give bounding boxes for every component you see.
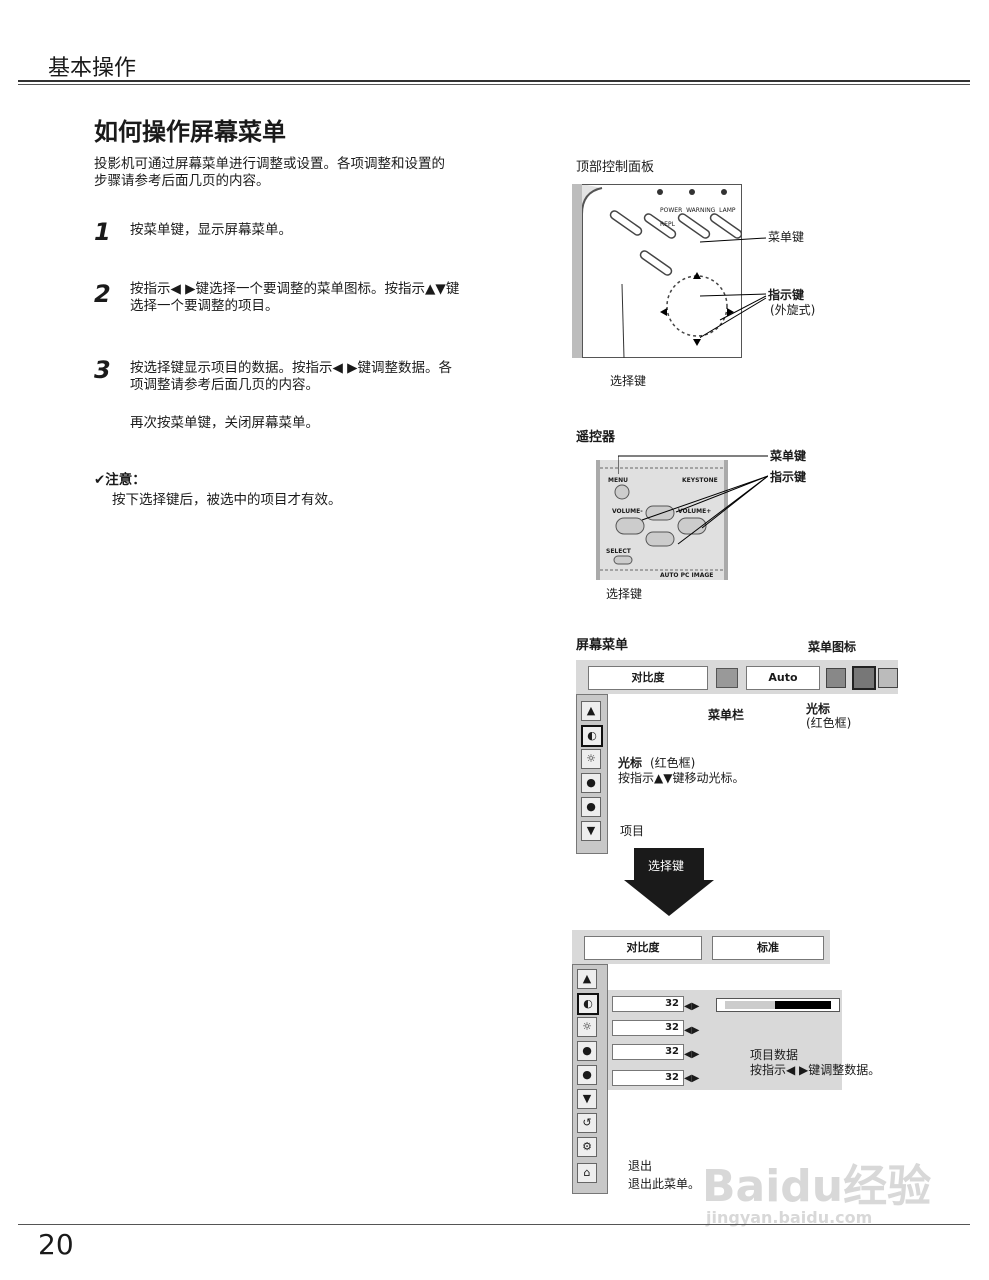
item-up-icon: ▲ bbox=[577, 969, 597, 989]
adjust-arrows-icon: ◀▶◀▶◀▶◀▶ bbox=[684, 1001, 700, 1084]
osd2-menu-value: 标准 bbox=[712, 936, 824, 960]
remote-leader-lines bbox=[618, 455, 768, 545]
osd-item-label: 项目 bbox=[620, 824, 645, 838]
osd-cursor-move: 按指示▲▼键移动光标。 bbox=[618, 771, 745, 785]
intro-line-2: 步骤请参考后面几页的内容。 bbox=[94, 173, 270, 189]
footer-rule bbox=[18, 1224, 970, 1225]
item-brightness-icon: ☼ bbox=[577, 1017, 597, 1037]
step-number: 3 bbox=[94, 356, 111, 384]
slider-light bbox=[725, 1001, 775, 1009]
cursor-label: 光标 bbox=[806, 702, 831, 716]
item-reset-icon: ↺ bbox=[577, 1113, 597, 1133]
remote-caption: 遥控器 bbox=[576, 430, 616, 445]
step-text: 按菜单键，显示屏幕菜单。 bbox=[130, 222, 292, 239]
osd-cursor-label: 光标 bbox=[618, 756, 643, 770]
remote-volume-plus-label: VOLUME+ bbox=[678, 508, 712, 515]
item-value: 32 bbox=[612, 1044, 684, 1060]
exit-label: 退出 bbox=[628, 1159, 653, 1173]
menu-key-label: 菜单键 bbox=[768, 230, 805, 244]
remote-menu-key-label: 菜单键 bbox=[770, 449, 807, 463]
exit-icon[interactable]: ⌂ bbox=[577, 1163, 597, 1183]
osd-menu-value: Auto bbox=[746, 666, 820, 690]
watermark-brand: Baidu经验 bbox=[702, 1161, 932, 1212]
item-store-icon: ⚙ bbox=[577, 1137, 597, 1157]
remote-pointer-key-label: 指示键 bbox=[770, 470, 807, 484]
panel-leader-lines bbox=[700, 237, 767, 339]
remote-auto-label: AUTO PC IMAGE bbox=[660, 572, 714, 579]
intro-line-1: 投影机可通过屏幕菜单进行调整或设置。各项调整和设置的 bbox=[94, 156, 445, 172]
step-text: 按指示◀ ▶键选择一个要调整的菜单图标。按指示▲▼键 选择一个要调整的项目。 bbox=[130, 281, 459, 315]
select-arrow-body bbox=[634, 848, 704, 882]
select-key-label: 选择键 bbox=[610, 374, 647, 388]
step-line: 选择一个要调整的项目。 bbox=[130, 298, 279, 314]
item-tint-icon: ● bbox=[577, 1065, 597, 1085]
pointer-key-label: 指示键 bbox=[768, 288, 805, 302]
page-title: 如何操作屏幕菜单 bbox=[94, 118, 286, 146]
led-power-label: POWER bbox=[660, 207, 683, 214]
item-value: 32 bbox=[612, 996, 684, 1012]
step-line: 按指示◀ ▶键选择一个要调整的菜单图标。按指示▲▼键 bbox=[130, 281, 460, 297]
remote-select-key-label: 选择键 bbox=[606, 587, 643, 601]
item-up-icon: ▲ bbox=[581, 701, 601, 721]
note-title: ✔注意： bbox=[94, 472, 146, 488]
item-tint-icon: ● bbox=[581, 797, 601, 817]
remote-keystone-label: KEYSTONE bbox=[682, 477, 718, 484]
remote-diagram bbox=[596, 460, 728, 580]
menu-icon-label: 菜单图标 bbox=[808, 640, 857, 654]
top-panel-illustration bbox=[572, 183, 743, 359]
item-brightness-icon: ☼ bbox=[581, 749, 601, 769]
menu-icon bbox=[878, 668, 898, 688]
menubar-icon bbox=[716, 668, 738, 688]
led-warning-label: WARNING bbox=[686, 207, 716, 214]
led-lamp-label: LAMP REPL bbox=[660, 207, 736, 228]
item-data-note: 按指示◀ ▶键调整数据。 bbox=[750, 1063, 881, 1077]
step-text: 按选择键显示项目的数据。按指示◀ ▶键调整数据。各 项调整请参考后面几页的内容。 bbox=[130, 360, 452, 394]
item-down-icon: ▼ bbox=[577, 1089, 597, 1109]
header-rule-thin bbox=[18, 84, 970, 85]
remote-menu-label: MENU bbox=[608, 477, 628, 484]
exit-note: 退出此菜单。 bbox=[628, 1177, 701, 1191]
remote-select-label: SELECT bbox=[606, 548, 631, 555]
osd2-menu-item: 对比度 bbox=[584, 936, 702, 960]
item-value: 32 bbox=[612, 1020, 684, 1036]
led-labels: POWER WARNING LAMP REPL bbox=[660, 204, 740, 232]
top-panel-diagram bbox=[572, 183, 743, 359]
cursor-note: (红色框) bbox=[806, 716, 852, 730]
item-contrast-icon: ◐ bbox=[577, 993, 599, 1015]
remote-volume-minus-label: VOLUME- bbox=[612, 508, 643, 515]
osd-item-column: ▲ ◐ ☼ ● ● ▼ bbox=[576, 694, 608, 854]
step-line: 项调整请参考后面几页的内容。 bbox=[130, 377, 319, 393]
step-extra: 再次按菜单键，关闭屏幕菜单。 bbox=[130, 415, 319, 431]
step-line: 按菜单键，显示屏幕菜单。 bbox=[130, 222, 292, 238]
osd2-item-column: ▲ ◐ ☼ ● ● ▼ ↺ ⚙ ⌂ bbox=[572, 964, 608, 1194]
menu-icon bbox=[826, 668, 846, 688]
osd-caption: 屏幕菜单 bbox=[576, 638, 629, 653]
item-value: 32 bbox=[612, 1070, 684, 1086]
top-panel-caption: 顶部控制面板 bbox=[576, 160, 655, 175]
pointer-key-note: (外旋式) bbox=[770, 303, 816, 317]
item-color-icon: ● bbox=[577, 1041, 597, 1061]
item-contrast-icon: ◐ bbox=[581, 725, 603, 747]
intro-text: 投影机可通过屏幕菜单进行调整或设置。各项调整和设置的 步骤请参考后面几页的内容。 bbox=[94, 156, 445, 190]
down-arrow-icon bbox=[624, 880, 714, 916]
osd-cursor-note: (红色框) bbox=[650, 756, 696, 770]
note-text: 按下选择键后，被选中的项目才有效。 bbox=[112, 492, 342, 508]
header-rule bbox=[18, 80, 970, 82]
menu-icon-selected bbox=[852, 666, 876, 690]
watermark-url: jingyan.baidu.com bbox=[706, 1208, 873, 1227]
step-line: 按选择键显示项目的数据。按指示◀ ▶键调整数据。各 bbox=[130, 360, 453, 376]
item-color-icon: ● bbox=[581, 773, 601, 793]
item-down-icon: ▼ bbox=[581, 821, 601, 841]
data-slider bbox=[716, 998, 840, 1012]
select-arrow-label: 选择键 bbox=[648, 859, 685, 873]
step-number: 2 bbox=[94, 280, 111, 308]
page-number: 20 bbox=[38, 1228, 74, 1261]
menubar-label: 菜单栏 bbox=[708, 708, 745, 722]
step-number: 1 bbox=[94, 218, 111, 246]
slider-dark bbox=[775, 1001, 831, 1009]
item-data-label: 项目数据 bbox=[750, 1048, 799, 1062]
osd-menu-item: 对比度 bbox=[588, 666, 708, 690]
section-title: 基本操作 bbox=[48, 56, 137, 81]
